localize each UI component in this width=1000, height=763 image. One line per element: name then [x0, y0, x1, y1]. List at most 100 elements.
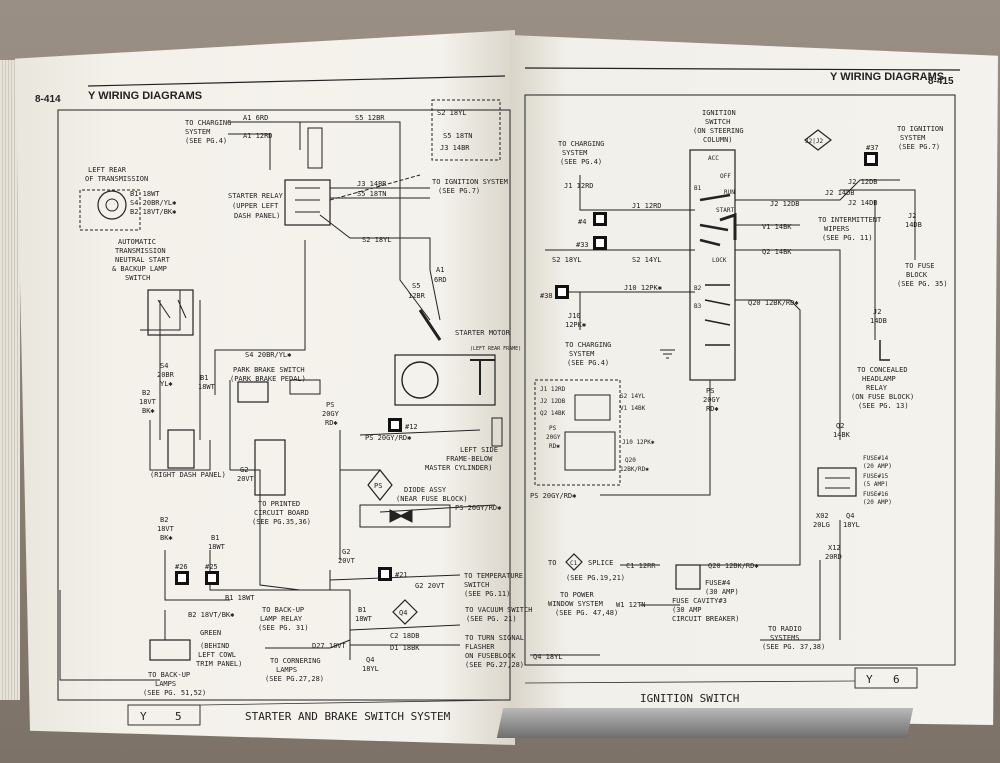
label: Q20 12BK/RD✱: [708, 562, 759, 570]
label: TO CHARGING: [565, 341, 611, 349]
label: SWITCH: [705, 118, 730, 126]
circuit-breaker-icon: [675, 564, 701, 590]
q4-diamond-icon: [392, 599, 418, 625]
label: (BEHIND: [200, 642, 230, 650]
footer-section: Y: [866, 673, 873, 686]
label: Q2: [836, 422, 844, 430]
label: SWITCH: [125, 274, 150, 282]
label: 20VT: [338, 557, 356, 565]
label: SYSTEM: [562, 149, 587, 157]
label: J2 12DB: [770, 200, 800, 208]
label: A1 6RD: [243, 114, 268, 122]
label: TO PRINTED: [258, 500, 300, 508]
label: (30 AMP): [705, 588, 739, 596]
label: TO RADIO: [768, 625, 802, 633]
label: 20VT: [237, 475, 255, 483]
label: J2 14DB: [825, 189, 855, 197]
label: (SEE PG.35,36): [252, 518, 311, 526]
left-labels: TO CHARGING SYSTEM (SEE PG.4) A1 6RD A1 …: [85, 109, 532, 697]
label: BK✱: [160, 534, 173, 542]
label: (ON FUSE BLOCK): [851, 393, 914, 401]
label: G2: [240, 466, 248, 474]
right-labels: IGNITION SWITCH (ON STEERING COLUMN) TO …: [530, 109, 948, 661]
footer-section: Y: [140, 710, 147, 723]
label: SYSTEM: [569, 350, 594, 358]
label: 12PK✱: [565, 321, 587, 329]
right-diagram-border: [524, 94, 956, 666]
label: J2 14DB: [848, 199, 878, 207]
label: 12BR: [408, 292, 426, 300]
label: TO BACK-UP: [148, 671, 190, 679]
label: Q20: [625, 457, 636, 464]
label: (SEE PG. 13): [858, 402, 909, 410]
label: LAMPS: [276, 666, 297, 674]
label: SYSTEMS: [770, 634, 800, 642]
label: A1: [436, 266, 444, 274]
label: J10 12PK✱: [622, 439, 655, 446]
label: 14DB: [870, 317, 887, 325]
left-page-title: Y WIRING DIAGRAMS: [88, 90, 202, 102]
label: LEFT COWL: [198, 651, 236, 659]
label: Q20 12BK/RD✱: [748, 299, 799, 307]
label: CIRCUIT BOARD: [254, 509, 309, 517]
label: FUSE#4: [705, 579, 730, 587]
label: (SEE PG. 35): [897, 280, 948, 288]
label: S5 12BR: [355, 114, 385, 122]
label: J2: [873, 308, 881, 316]
label: TO POWER: [560, 591, 595, 599]
label: (5 AMP): [863, 481, 888, 488]
label: PS: [549, 425, 557, 432]
transmission-connector-icon: [97, 190, 127, 220]
label: OF TRANSMISSION: [85, 175, 148, 183]
label: LEFT REAR: [88, 166, 127, 174]
starter-relay-icon: [284, 179, 331, 226]
label: B1: [358, 606, 366, 614]
label: Q4: [399, 609, 407, 617]
label: S2 14YL: [620, 393, 646, 400]
label: (SEE PG.4): [567, 359, 609, 367]
label: 18VT: [139, 398, 157, 406]
label: & BACKUP LAMP: [112, 265, 167, 273]
label: STARTER MOTOR: [455, 329, 511, 337]
label: Q2 14BK: [762, 248, 792, 256]
backup-lamp-connector-icon: [149, 639, 191, 661]
label: FUSE#16: [863, 491, 889, 498]
label: (SEE PG. 51,52): [143, 689, 206, 697]
label: TO IGNITION SYSTEM: [432, 178, 508, 186]
diode-assembly-icon: [359, 504, 451, 528]
label: J1 12RD: [564, 182, 594, 190]
label: J2|J2: [805, 138, 823, 145]
label: START: [716, 207, 734, 214]
label: S4 20BR/YL✱: [245, 351, 292, 359]
label: X12: [828, 544, 841, 552]
label: (SEE PG.27,28): [465, 661, 524, 669]
label: W1 12TN: [616, 601, 646, 609]
label: 20BR: [157, 371, 175, 379]
label: D1 18BK: [390, 644, 420, 652]
label: LAMP RELAY: [260, 615, 303, 623]
label: S5 18TN: [357, 190, 387, 198]
label: Q4 18YL: [533, 653, 563, 661]
label: #21: [395, 571, 408, 579]
neutral-start-switch-icon: [147, 289, 194, 336]
label: G2 20VT: [415, 582, 445, 590]
label: OFF: [720, 173, 731, 180]
footer-page: 5: [175, 710, 182, 723]
label: BLOCK: [906, 271, 928, 279]
label: RD✱: [549, 443, 560, 450]
label: (UPPER LEFT: [232, 202, 279, 210]
label: FUSE#14: [863, 455, 889, 462]
left-components: [97, 127, 503, 661]
label: WIPERS: [824, 225, 849, 233]
label: SPLICE: [588, 559, 613, 567]
label: RUN: [724, 189, 735, 196]
footer-title: IGNITION SWITCH: [640, 692, 739, 705]
label: (LEFT REAR FRAME): [470, 346, 521, 352]
label: IGNITION: [702, 109, 736, 117]
label: AUTOMATIC: [118, 238, 156, 246]
right-badges: [555, 152, 878, 299]
label: TO TEMPERATURE: [464, 572, 523, 580]
label: (SEE PG.11): [464, 590, 510, 598]
ignition-switch-icon: [689, 149, 736, 381]
label: S2 18YL: [437, 109, 467, 117]
